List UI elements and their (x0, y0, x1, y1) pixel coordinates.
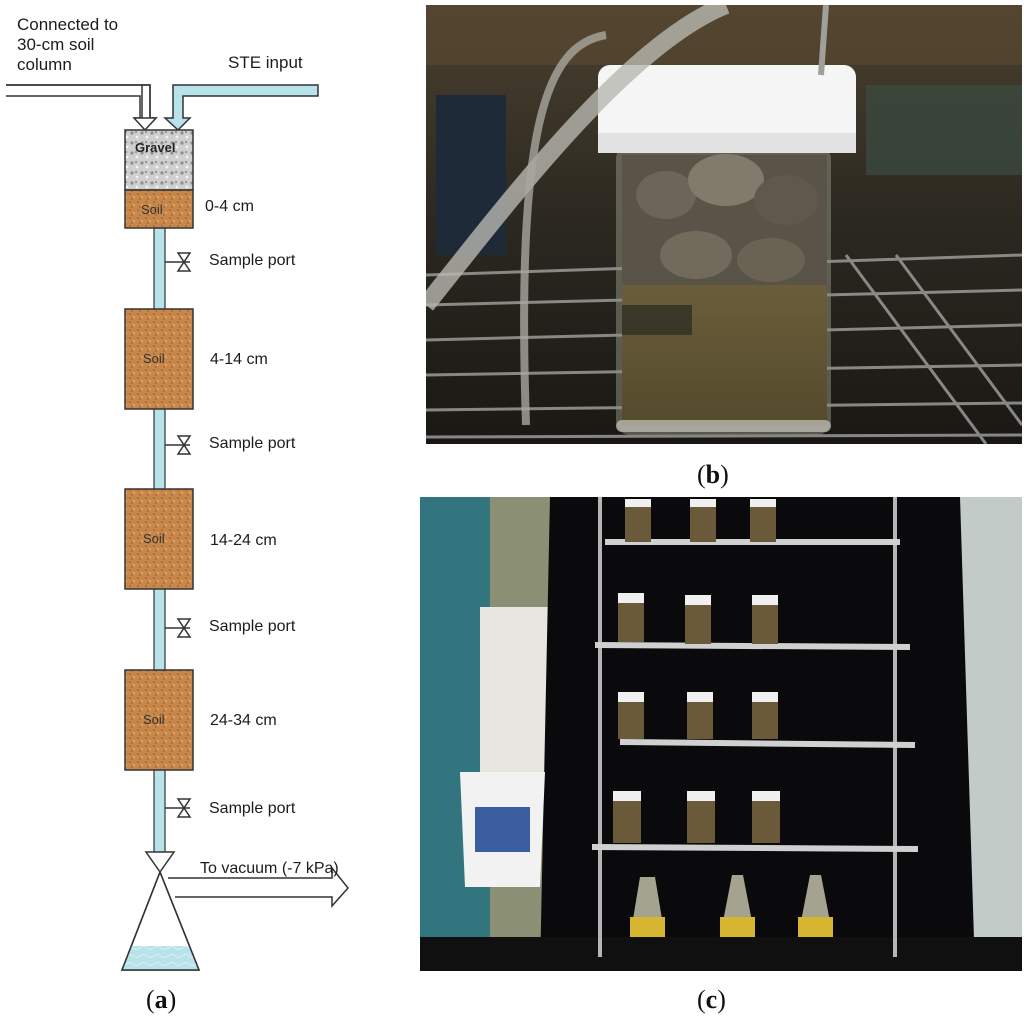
soil-layer-0 (124, 189, 194, 229)
valve-icon[interactable] (165, 252, 192, 272)
depth-label: 4-14 cm (210, 351, 268, 368)
soil-label: Soil (143, 712, 165, 727)
panel-a-schematic: Connected to 30-cm soil column STE input… (0, 0, 420, 1026)
gravel-layer (124, 129, 194, 191)
soil-label: Soil (143, 351, 165, 366)
ste-input-pipe (163, 84, 319, 132)
depth-label: 14-24 cm (210, 532, 277, 549)
connected-label: Connected to 30-cm soil column (17, 15, 119, 74)
soil-layer-3 (124, 669, 194, 771)
collection-flask (120, 851, 201, 971)
caption-c: (c) (697, 985, 726, 1014)
valve-icon[interactable] (165, 798, 192, 818)
gravel-label: Gravel (135, 140, 176, 155)
soil-layer-1 (124, 308, 194, 410)
sample-port-label: Sample port (209, 618, 296, 635)
column-jars (613, 499, 780, 843)
sample-port-label: Sample port (209, 800, 296, 817)
depth-label: 0-4 cm (205, 198, 254, 215)
sample-port-label: Sample port (209, 252, 296, 269)
collection-flasks (630, 875, 833, 937)
connected-pipe (6, 84, 158, 130)
ste-input-label: STE input (228, 53, 303, 72)
caption-b: (b) (697, 460, 729, 489)
photo-panel-b (426, 5, 1022, 444)
depth-label: 24-34 cm (210, 712, 277, 729)
photo-panel-c (420, 497, 1022, 971)
vacuum-label: To vacuum (-7 kPa) (200, 860, 339, 877)
caption-a: (a) (146, 985, 177, 1014)
soil-layer-2 (124, 488, 194, 590)
soil-column-diagram (6, 84, 349, 971)
valve-icon[interactable] (165, 618, 192, 638)
soil-label: Soil (141, 202, 163, 217)
valve-icon[interactable] (165, 435, 192, 455)
jar-lid (598, 65, 856, 153)
photo-single-column (426, 5, 1022, 444)
vacuum-arrow (168, 865, 349, 908)
soil-label: Soil (143, 531, 165, 546)
sample-port-label: Sample port (209, 435, 296, 452)
photo-rack (420, 497, 1022, 971)
